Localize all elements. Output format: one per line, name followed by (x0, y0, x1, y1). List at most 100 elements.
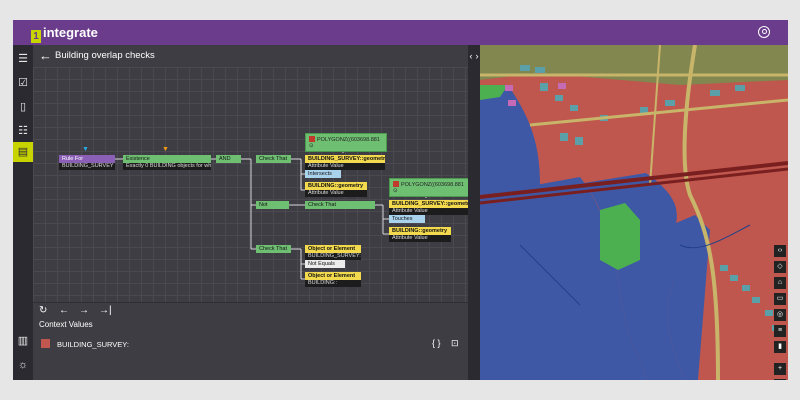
existence-node[interactable]: Existence Exactly 0 BUILDING objects for… (123, 155, 211, 170)
help-icon[interactable]: ? (13, 377, 33, 380)
checklist-icon[interactable]: ☑ (18, 77, 28, 89)
node-label: Object or Element (305, 272, 361, 280)
card-icon[interactable]: ▭ (774, 293, 786, 305)
not-equals-node[interactable]: Not Equals (305, 260, 345, 268)
logo-text: integrate (43, 25, 98, 40)
building (765, 310, 773, 316)
workflow-panel: ← Building overlap checks (33, 45, 471, 380)
rule-for-node[interactable]: Rule For BUILDING_SURVEY objects (59, 155, 115, 170)
node-label: BUILDING_SURVEY::geometry (389, 200, 469, 208)
water-area (667, 215, 710, 380)
node-description: Attribute Value (389, 235, 451, 242)
attribute-node[interactable]: BUILDING::geometry Attribute Value (305, 182, 367, 197)
intersects-node[interactable]: Intersects (305, 170, 341, 178)
building (540, 83, 548, 91)
code-icon[interactable]: ‹› (774, 245, 786, 257)
node-label: AND (216, 155, 241, 163)
check-that-node[interactable]: Check That (256, 245, 291, 253)
workflow-header: ← Building overlap checks (33, 45, 468, 67)
building (575, 137, 583, 145)
layers-icon[interactable]: ◇ (774, 261, 786, 273)
refresh-icon[interactable]: ↻ (39, 305, 48, 316)
target-icon[interactable]: ⊙ (309, 143, 314, 149)
color-swatch (41, 339, 50, 348)
user-account-icon[interactable] (758, 26, 770, 38)
undo-arrow-icon[interactable]: ← (59, 305, 69, 316)
focus-target-icon[interactable]: ⊡ (451, 338, 459, 348)
polygon-value[interactable]: POLYGONZ((603698.881 ⊙ (305, 133, 387, 152)
list-icon[interactable]: ☰ (18, 53, 28, 65)
not-node[interactable]: Not (256, 201, 289, 209)
node-description: BUILDING:: (305, 280, 361, 287)
polygon-label: POLYGONZ((603698.881 (401, 182, 464, 188)
attribute-node[interactable]: BUILDING_SURVEY::geometry Attribute Valu… (305, 155, 385, 170)
waterway (519, 244, 581, 306)
building (735, 85, 745, 91)
node-description: BUILDING_SURVEY objects (59, 163, 115, 170)
water-area (480, 85, 540, 195)
check-that-node[interactable]: Check That (256, 155, 291, 163)
attribute-node[interactable]: BUILDING::geometry Attribute Value (389, 227, 451, 242)
building (742, 285, 750, 291)
building (640, 107, 648, 113)
object-node[interactable]: Object or Element BUILDING_SURVEY:: (305, 245, 361, 260)
building (558, 83, 566, 89)
home-icon[interactable]: ⌂ (774, 277, 786, 289)
measure-icon[interactable]: ≡ (774, 325, 786, 337)
color-swatch (393, 181, 399, 187)
building (555, 95, 563, 101)
polygon-label: POLYGONZ((603698.881 (317, 137, 380, 143)
node-label: Touches (389, 215, 425, 223)
chart-icon[interactable]: ▥ (17, 335, 29, 347)
and-node[interactable]: AND (216, 155, 241, 163)
node-label: BUILDING::geometry (305, 182, 367, 190)
rule-canvas[interactable]: ▼ ▼ Rule For BUILDING_SURVEY objects Exi… (33, 67, 471, 302)
road (682, 45, 720, 380)
touches-node[interactable]: Touches (389, 215, 425, 223)
node-label: Check That (256, 245, 291, 253)
color-swatch (309, 136, 315, 142)
object-node[interactable]: Object or Element BUILDING:: (305, 272, 361, 287)
node-label: BUILDING_SURVEY::geometry (305, 155, 385, 163)
road (529, 98, 788, 127)
context-value-row[interactable]: BUILDING_SURVEY: { } ⊡ (33, 334, 468, 354)
page-title: Building overlap checks (55, 50, 155, 61)
zoom-out-icon[interactable]: − (774, 379, 786, 380)
map-canvas (480, 45, 788, 380)
redo-arrow-icon[interactable]: → (79, 305, 89, 316)
map-toolbar: ‹› ◇ ⌂ ▭ ◎ ≡ ▮ + − (774, 245, 786, 380)
bookmark-icon[interactable]: ▮ (774, 341, 786, 353)
polygon-value[interactable]: POLYGONZ((603698.881 ⊙ (389, 178, 471, 197)
workflow-icon[interactable]: ▤ (13, 142, 33, 162)
node-description: Attribute Value (305, 163, 385, 170)
node-label: Not Equals (305, 260, 345, 268)
green-area (480, 85, 508, 100)
context-values-title: Context Values (39, 320, 93, 329)
map-view[interactable]: ‹› ◇ ⌂ ▭ ◎ ≡ ▮ + − (480, 45, 788, 380)
check-that-node[interactable]: Check That (305, 201, 375, 209)
node-description: Attribute Value (389, 208, 469, 215)
road (649, 45, 661, 186)
context-value-label: BUILDING_SURVEY: (57, 340, 129, 349)
skip-end-icon[interactable]: →| (99, 305, 112, 316)
node-label: Check That (305, 201, 375, 209)
document-icon[interactable]: ▯ (19, 101, 27, 113)
sun-icon[interactable]: ☼ (17, 359, 29, 371)
target-icon[interactable]: ⊙ (393, 188, 398, 194)
locate-icon[interactable]: ◎ (774, 309, 786, 321)
node-label: Object or Element (305, 245, 361, 253)
attribute-node[interactable]: BUILDING_SURVEY::geometry Attribute Valu… (389, 200, 469, 215)
zoom-in-icon[interactable]: + (774, 363, 786, 375)
building (508, 100, 516, 106)
code-brackets-icon[interactable]: { } (432, 338, 441, 348)
node-label: Intersects (305, 170, 341, 178)
collapse-left-icon[interactable]: ‹ (469, 51, 473, 61)
canvas-controls: ↻ ← → →| (33, 302, 468, 318)
back-arrow-icon[interactable]: ← (39, 48, 52, 63)
blue-marker-icon: ▼ (82, 146, 89, 153)
form-icon[interactable]: ☷ (18, 125, 28, 137)
expand-right-icon[interactable]: › (475, 51, 479, 61)
